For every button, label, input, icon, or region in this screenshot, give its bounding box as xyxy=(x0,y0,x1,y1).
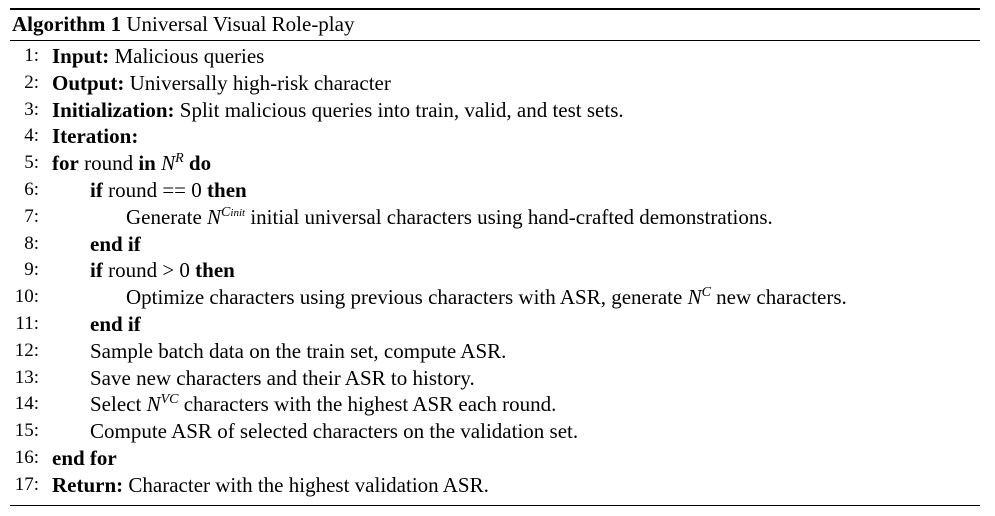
keyword-input: Input: xyxy=(52,44,110,68)
line-number: 13: xyxy=(14,366,39,388)
line-number: 16: xyxy=(14,446,39,468)
line-text: Malicious queries xyxy=(109,44,265,68)
algorithm-line-7: 7: Generate NCinit initial universal cha… xyxy=(10,204,980,231)
keyword-in: in xyxy=(138,151,156,176)
math-symbol: N xyxy=(207,204,222,229)
keyword-end-if: end if xyxy=(90,311,141,336)
line-text: Generate xyxy=(126,204,208,229)
math-superscript: R xyxy=(175,151,184,167)
keyword-end-if: end if xyxy=(90,231,141,256)
line-text: Split malicious queries into train, vali… xyxy=(174,97,624,122)
line-number: 17: xyxy=(14,473,39,495)
line-number: 15: xyxy=(14,420,39,442)
algorithm-line-15: 15: Compute ASR of selected characters o… xyxy=(10,418,980,445)
algorithm-title: Universal Visual Role-play xyxy=(126,12,355,36)
algorithm-line-5: 5: for round in NR do xyxy=(10,150,980,177)
algorithm-line-12: 12: Sample batch data on the train set, … xyxy=(10,338,980,365)
line-text: initial universal characters using hand-… xyxy=(245,204,773,229)
line-text: round > 0 xyxy=(102,258,196,283)
algorithm-line-17: 17: Return: Character with the highest v… xyxy=(10,472,980,499)
algorithm-block: Algorithm 1 Universal Visual Role-play 1… xyxy=(10,8,980,506)
math-superscript: C xyxy=(701,285,711,301)
caption-rule xyxy=(10,40,980,41)
algorithm-line-14: 14: Select NVC characters with the highe… xyxy=(10,391,980,418)
algorithm-line-13: 13: Save new characters and their ASR to… xyxy=(10,365,980,392)
math-superscript: C xyxy=(221,204,231,220)
line-text: characters with the highest ASR each rou… xyxy=(178,392,557,417)
line-text: Optimize characters using previous chara… xyxy=(126,285,688,310)
line-number: 7: xyxy=(24,205,39,227)
top-rule xyxy=(10,8,980,10)
keyword-for: for xyxy=(52,151,79,176)
line-text: round == 0 xyxy=(102,177,208,202)
algorithm-line-9: 9: if round > 0 then xyxy=(10,257,980,284)
keyword-if: if xyxy=(90,177,103,202)
math-symbol: N xyxy=(161,151,176,176)
line-number: 3: xyxy=(24,98,39,120)
algorithm-line-1: 1: Input: Malicious queries xyxy=(10,43,980,70)
algorithm-line-8: 8: end if xyxy=(10,231,980,258)
keyword-then: then xyxy=(195,258,235,283)
line-number: 14: xyxy=(14,393,39,415)
line-number: 11: xyxy=(15,312,39,334)
algorithm-line-11: 11: end if xyxy=(10,311,980,338)
keyword-output: Output: xyxy=(52,70,125,95)
algorithm-line-3: 3: Initialization: Split malicious queri… xyxy=(10,97,980,124)
line-text: Universally high-risk character xyxy=(124,70,391,95)
line-number: 9: xyxy=(24,259,39,281)
keyword-if: if xyxy=(90,258,103,283)
line-number: 5: xyxy=(24,152,39,174)
keyword-then: then xyxy=(207,177,247,202)
algorithm-line-6: 6: if round == 0 then xyxy=(10,177,980,204)
line-text: Character with the highest validation AS… xyxy=(123,472,489,497)
keyword-return: Return: xyxy=(52,472,124,497)
line-number: 1: xyxy=(24,45,39,66)
algorithm-line-4: 4: Iteration: xyxy=(10,123,980,150)
line-number: 2: xyxy=(24,71,39,93)
line-text: Sample batch data on the train set, comp… xyxy=(90,338,507,363)
algorithm-line-10: 10: Optimize characters using previous c… xyxy=(10,284,980,311)
line-text: Save new characters and their ASR to his… xyxy=(90,365,475,390)
line-text: round xyxy=(78,151,139,176)
math-symbol: N xyxy=(146,392,161,417)
bottom-rule xyxy=(10,504,980,506)
line-number: 10: xyxy=(14,286,39,308)
algorithm-line-16: 16: end for xyxy=(10,445,980,472)
line-number: 12: xyxy=(14,339,39,361)
algorithm-lines: 1: Input: Malicious queries 2: Output: U… xyxy=(10,41,980,499)
keyword-iteration: Iteration: xyxy=(52,124,139,149)
line-number: 8: xyxy=(24,232,39,254)
line-text: new characters. xyxy=(710,285,847,310)
math-symbol: N xyxy=(687,285,702,310)
math-subscript: init xyxy=(230,206,246,219)
keyword-end-for: end for xyxy=(52,445,117,470)
algorithm-label: Algorithm 1 xyxy=(12,12,122,36)
algorithm-caption: Algorithm 1 Universal Visual Role-play xyxy=(10,10,980,40)
keyword-initialization: Initialization: xyxy=(52,97,175,122)
algorithm-line-2: 2: Output: Universally high-risk charact… xyxy=(10,70,980,97)
line-number: 4: xyxy=(24,125,39,147)
line-number: 6: xyxy=(24,178,39,200)
keyword-do: do xyxy=(188,151,212,176)
line-text: Compute ASR of selected characters on th… xyxy=(90,419,579,444)
math-superscript: VC xyxy=(160,392,179,408)
line-text: Select xyxy=(90,392,147,417)
